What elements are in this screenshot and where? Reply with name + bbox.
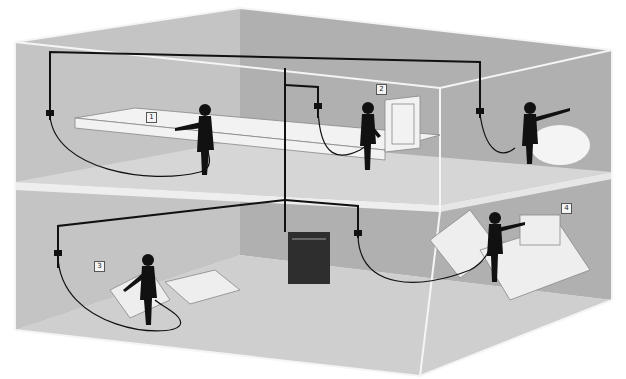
pipework xyxy=(50,52,480,268)
valves xyxy=(46,103,484,256)
callout-number: 3 xyxy=(94,261,105,272)
floor-edge xyxy=(440,172,612,212)
material-pile xyxy=(530,125,590,165)
building-edges xyxy=(15,8,612,376)
callout-number: 2 xyxy=(376,84,387,95)
central-unit-vent xyxy=(292,238,326,240)
callout-number: 4 xyxy=(561,203,572,214)
lower-machines xyxy=(110,210,590,318)
callout-number: 1 xyxy=(146,112,157,123)
back-wall xyxy=(15,8,612,330)
hoses xyxy=(50,109,515,331)
central-unit xyxy=(288,232,330,284)
workers xyxy=(123,102,570,325)
conveyor xyxy=(75,96,440,160)
